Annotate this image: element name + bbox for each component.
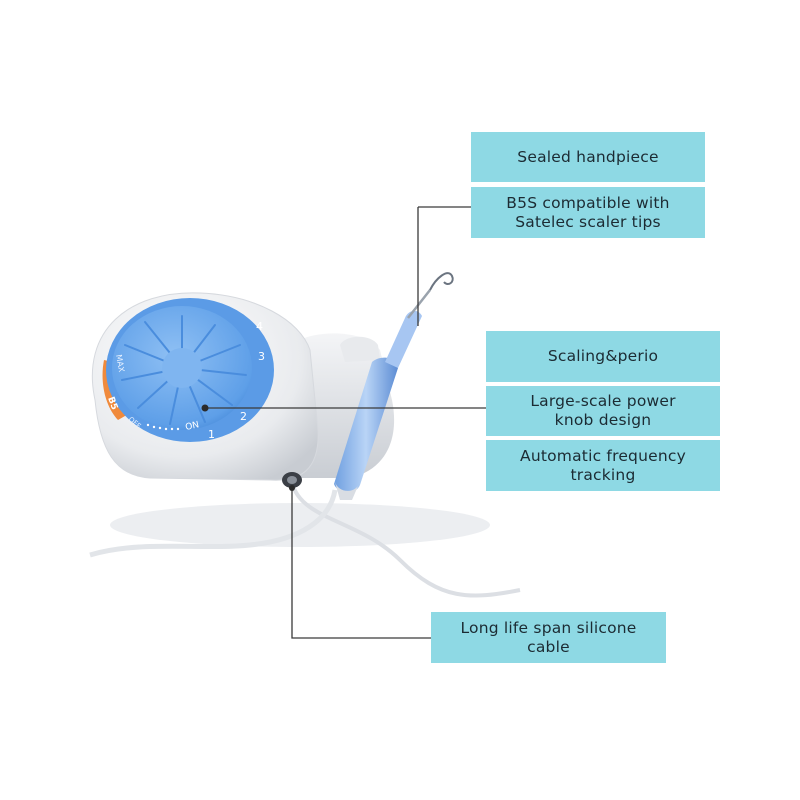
callout-b5s-tips: B5S compatible with Satelec scaler tips <box>471 187 705 238</box>
callout-text: Sealed handpiece <box>517 147 659 166</box>
callout-text: Satelec scaler tips <box>515 212 661 231</box>
handpiece-sleeve <box>335 482 358 500</box>
dial-number-1: 1 <box>208 428 215 441</box>
leader-cable <box>291 488 431 639</box>
knob-center <box>162 348 202 388</box>
callout-text: B5S compatible with <box>506 193 670 212</box>
handpiece-tip <box>407 289 431 319</box>
dial-label-on: ON <box>185 420 201 433</box>
callout-power-knob: Large-scale power knob design <box>486 386 720 436</box>
callout-scaling-perio: Scaling&perio <box>486 331 720 382</box>
leader-dot-cable <box>289 485 295 491</box>
callout-text: Scaling&perio <box>547 347 659 365</box>
dial-number-2: 2 <box>240 410 247 423</box>
leader-dot-knob <box>201 404 209 412</box>
silicone-cable <box>290 481 521 598</box>
handpiece-nose <box>385 310 422 368</box>
cable-port-inner <box>287 476 297 484</box>
callout-sealed-handpiece: Sealed handpiece <box>471 132 705 182</box>
callout-silicone-cable: Long life span silicone cable <box>431 612 666 663</box>
dial-label-max: MAX <box>114 354 126 374</box>
callout-text: cable <box>527 637 570 656</box>
callout-text: knob design <box>554 411 652 429</box>
dial-number-3: 3 <box>258 350 265 363</box>
callout-text: Long life span silicone <box>460 618 637 637</box>
callout-auto-frequency: Automatic frequency tracking <box>486 440 720 491</box>
holder-top <box>340 336 380 362</box>
callout-text: Automatic frequency <box>520 446 686 465</box>
dial-label-b5: B5 <box>105 396 119 412</box>
dial-number-4: 4 <box>256 320 263 333</box>
scaler-tip <box>429 272 454 291</box>
leader-lines <box>205 206 486 639</box>
handpiece-cable <box>89 489 338 558</box>
callout-text: Large-scale power <box>530 392 676 410</box>
handpiece-handle <box>334 357 398 493</box>
floor-shadow <box>110 503 490 547</box>
dial-dots <box>146 423 180 431</box>
callout-text: tracking <box>570 465 636 484</box>
